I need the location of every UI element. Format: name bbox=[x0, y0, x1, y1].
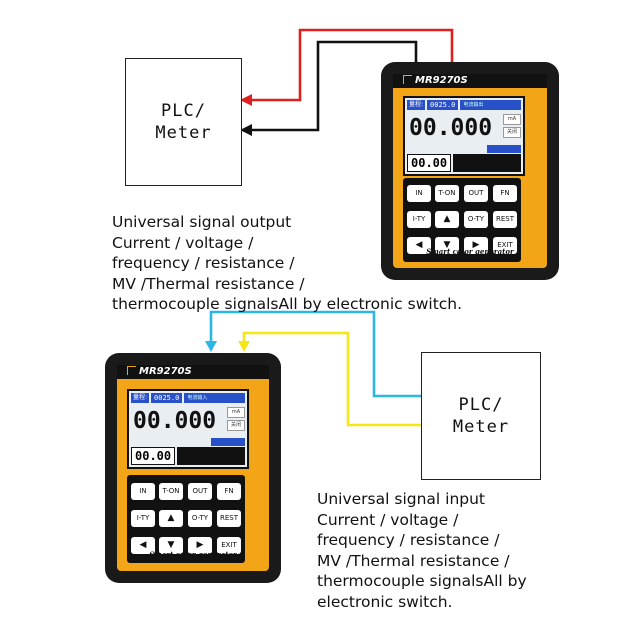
setpoint-value: 0025.0 bbox=[427, 100, 459, 110]
range-tag: 量程: bbox=[131, 393, 150, 403]
key-left-arrow-icon[interactable]: ◀ bbox=[131, 537, 155, 554]
unit-label: mA bbox=[227, 407, 245, 418]
keypad: IN T-ON OUT FN I-TY ▲ O-TY REST ◀ ▼ ▶ EX… bbox=[403, 178, 521, 262]
key-fn[interactable]: FN bbox=[493, 185, 517, 202]
input-mode-bar bbox=[487, 145, 521, 153]
plc-meter-label-top: PLC/ Meter bbox=[155, 101, 212, 143]
device-face: MR9270S 量程: 0025.0 电流输入 00.000 mA 关闭 00.… bbox=[117, 365, 269, 571]
key-exit[interactable]: EXIT bbox=[217, 537, 241, 554]
device-screen: 量程: 0025.0 电流输出 00.000 mA 关闭 00.00 bbox=[403, 96, 525, 176]
key-o-ty[interactable]: O-TY bbox=[464, 211, 488, 228]
input-mode-bar bbox=[211, 438, 245, 446]
plc-meter-box-top: PLC/ Meter bbox=[125, 58, 242, 186]
mode-label: 电流输入 bbox=[184, 393, 245, 403]
plc-meter-label-bottom: PLC/ Meter bbox=[452, 395, 510, 437]
key-up-arrow-icon[interactable]: ▲ bbox=[435, 211, 459, 228]
device-screen: 量程: 0025.0 电流输入 00.000 mA 关闭 00.00 bbox=[127, 389, 249, 469]
device-header: MR9270S bbox=[393, 74, 547, 88]
key-fn[interactable]: FN bbox=[217, 483, 241, 500]
key-right-arrow-icon[interactable]: ▶ bbox=[464, 237, 488, 254]
key-o-ty[interactable]: O-TY bbox=[188, 510, 212, 527]
output-description: Universal signal output Current / voltag… bbox=[112, 213, 463, 313]
yellow-wire bbox=[242, 331, 421, 427]
main-readout: 00.000 bbox=[133, 408, 217, 434]
key-in[interactable]: IN bbox=[407, 185, 431, 202]
key-down-arrow-icon[interactable]: ▼ bbox=[435, 237, 459, 254]
main-readout: 00.000 bbox=[409, 115, 493, 141]
setpoint-value: 0025.0 bbox=[151, 393, 183, 403]
device-face: MR9270S 量程: 0025.0 电流输出 00.000 mA 关闭 00.… bbox=[393, 74, 547, 268]
unit-label: mA bbox=[503, 114, 521, 125]
key-out[interactable]: OUT bbox=[464, 185, 488, 202]
red-wire bbox=[248, 28, 454, 102]
key-out[interactable]: OUT bbox=[188, 483, 212, 500]
yellow-arrowhead bbox=[238, 341, 250, 352]
aux-label: 关闭 bbox=[503, 127, 521, 138]
waveform-icon bbox=[453, 154, 521, 172]
input-description: Universal signal input Current / voltage… bbox=[317, 490, 527, 611]
key-t-on[interactable]: T-ON bbox=[435, 185, 459, 202]
model-label: MR9270S bbox=[127, 366, 192, 377]
key-i-ty[interactable]: I-TY bbox=[131, 510, 155, 527]
brand-label: Smart color generator bbox=[149, 550, 237, 559]
key-rest[interactable]: REST bbox=[217, 510, 241, 527]
key-i-ty[interactable]: I-TY bbox=[407, 211, 431, 228]
secondary-readout: 00.00 bbox=[131, 447, 176, 465]
blue-arrowhead bbox=[205, 341, 217, 352]
key-rest[interactable]: REST bbox=[493, 211, 517, 228]
model-label: MR9270S bbox=[403, 75, 468, 86]
mode-label: 电流输出 bbox=[460, 100, 521, 110]
secondary-readout: 00.00 bbox=[407, 154, 452, 172]
device-header: MR9270S bbox=[117, 365, 269, 379]
key-left-arrow-icon[interactable]: ◀ bbox=[407, 237, 431, 254]
key-t-on[interactable]: T-ON bbox=[159, 483, 183, 500]
signal-generator-device-bottom: MR9270S 量程: 0025.0 电流输入 00.000 mA 关闭 00.… bbox=[105, 353, 281, 583]
keypad: IN T-ON OUT FN I-TY ▲ O-TY REST ◀ ▼ ▶ EX… bbox=[127, 475, 245, 563]
key-right-arrow-icon[interactable]: ▶ bbox=[188, 537, 212, 554]
black-wire bbox=[248, 40, 418, 132]
black-arrowhead bbox=[240, 124, 252, 136]
signal-generator-device-top: MR9270S 量程: 0025.0 电流输出 00.000 mA 关闭 00.… bbox=[381, 62, 559, 280]
brand-label: Smart color generator bbox=[426, 247, 514, 256]
range-tag: 量程: bbox=[407, 100, 426, 110]
blue-wire bbox=[209, 310, 421, 398]
key-exit[interactable]: EXIT bbox=[493, 237, 517, 254]
red-arrowhead bbox=[240, 94, 252, 106]
plc-meter-box-bottom: PLC/ Meter bbox=[421, 352, 541, 480]
key-in[interactable]: IN bbox=[131, 483, 155, 500]
key-down-arrow-icon[interactable]: ▼ bbox=[159, 537, 183, 554]
waveform-icon bbox=[177, 447, 245, 465]
key-up-arrow-icon[interactable]: ▲ bbox=[159, 510, 183, 527]
aux-label: 关闭 bbox=[227, 420, 245, 431]
